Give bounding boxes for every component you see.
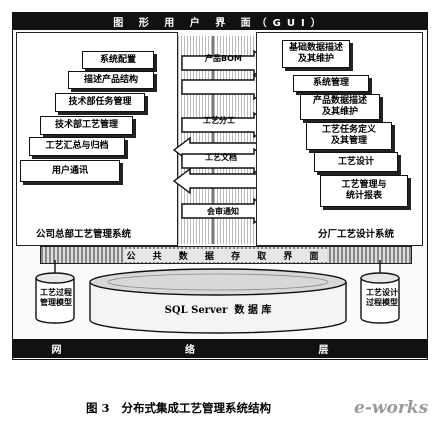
gui-bar: 图 形 用 户 界 面（GUI） [12, 12, 428, 30]
process-model-cylinder-icon [35, 272, 75, 324]
right-module-card: 工艺设计 [314, 152, 398, 172]
network-layer-bar: 网 络 层 [12, 339, 428, 358]
eworks-logo: e-works [354, 398, 429, 418]
right-module-card: 基础数据描述 及其维护 [282, 40, 350, 68]
center-divider [212, 36, 214, 244]
left-module-card: 技术部任务管理 [55, 93, 145, 112]
left-module-card: 工艺汇总与归档 [29, 137, 125, 156]
flow-arrows [172, 49, 272, 225]
database-cylinder-icon [89, 268, 347, 334]
right-system-title: 分厂工艺设计系统 [318, 229, 395, 240]
process-management-model: 工艺过程 管理模型 [40, 288, 72, 307]
right-module-card: 产品数据描述 及其维护 [300, 94, 380, 120]
data-access-bar: 公 共 数 据 存 取 界 面 [40, 246, 412, 264]
left-module-card: 用户通讯 [20, 160, 120, 182]
arrow-left-icon [172, 167, 259, 195]
right-module-card: 系统管理 [293, 75, 369, 92]
design-process-model: 工艺设计 过程模型 [366, 288, 398, 307]
right-module-card: 工艺任务定义 及其管理 [306, 122, 392, 150]
design-model-cylinder-icon [360, 272, 400, 324]
flow-label: 工艺文档 [205, 153, 237, 162]
left-system-title: 公司总部工艺管理系统 [36, 229, 132, 240]
flow-label: 会审通知 [207, 207, 239, 216]
flow-label: 产品BOM [205, 54, 242, 63]
left-module-card: 描述产品结构 [68, 71, 154, 89]
flow-label: 工艺分工 [203, 116, 235, 125]
database-layer [35, 260, 400, 334]
left-module-card: 技术部工艺管理 [40, 116, 133, 135]
left-module-card: 系统配置 [82, 51, 154, 69]
database-label: SQL Server 数 据 库 [164, 305, 272, 316]
figure-caption: 图 3 分布式集成工艺管理系统结构 [86, 401, 272, 415]
right-module-card: 工艺管理与 统计报表 [320, 175, 408, 207]
data-access-label: 公 共 数 据 存 取 界 面 [124, 248, 328, 262]
